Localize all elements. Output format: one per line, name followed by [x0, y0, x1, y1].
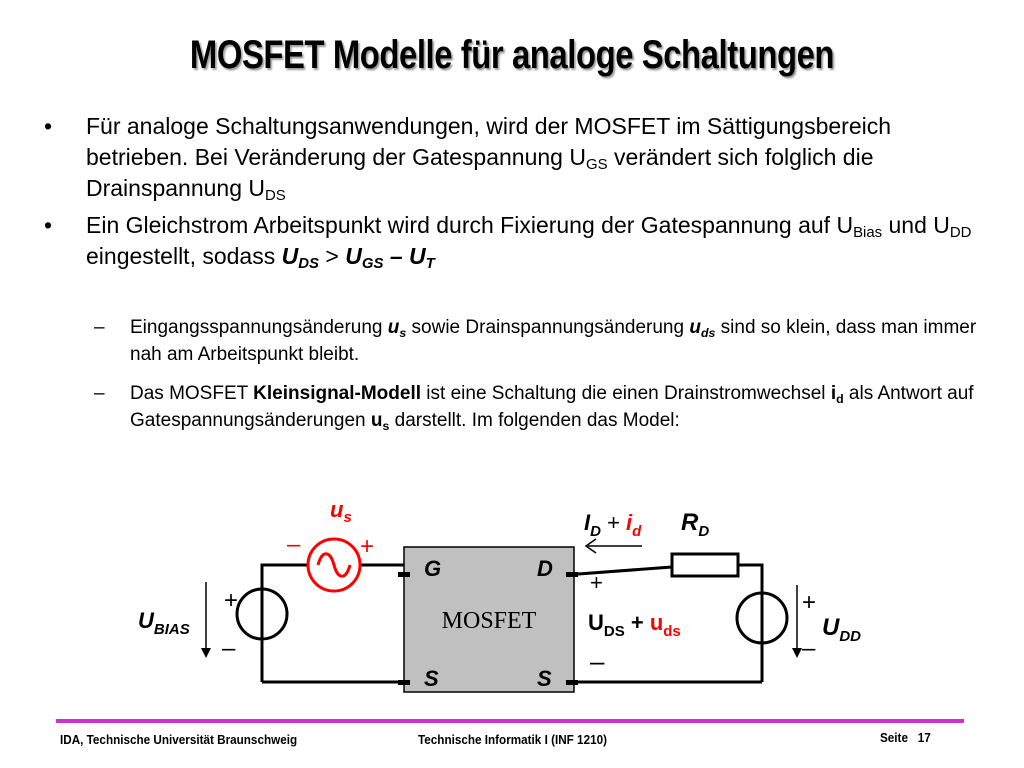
ubias-minus: –: [222, 635, 236, 662]
rd-label: RD: [681, 509, 709, 540]
source-label-left: S: [424, 666, 439, 691]
page-title: MOSFET Modelle für analoge Schaltungen: [189, 33, 835, 77]
footer-divider: [56, 719, 964, 723]
udd-label: UDD: [822, 614, 861, 645]
ubias-plus: +: [224, 587, 238, 614]
footer-page: Seite 17: [880, 730, 931, 745]
source-terminal-left: [398, 680, 410, 685]
uds-plus: +: [590, 570, 603, 595]
sub-bullet-marker: –: [94, 383, 105, 404]
uds-label: UDS + uds: [588, 610, 681, 640]
udd-plus: +: [802, 589, 816, 616]
page-number: 17: [917, 730, 931, 745]
source-label-right: S: [537, 666, 552, 691]
source-terminal-right: [566, 680, 578, 685]
footer-course: Technische Informatik I (INF 1210): [418, 732, 607, 747]
mosfet-label: MOSFET: [442, 608, 537, 634]
resistor-rd: [670, 552, 740, 578]
us-minus: –: [287, 531, 301, 558]
gate-terminal: [398, 572, 410, 577]
bullet-marker: •: [44, 113, 53, 139]
drain-terminal: [566, 572, 578, 577]
us-label: us: [330, 497, 352, 526]
condition-formula: UDS > UGS – UT: [281, 243, 435, 272]
udd-minus: –: [802, 635, 816, 662]
bullet-marker: •: [44, 212, 53, 238]
sub-bullet-marker: –: [94, 317, 105, 338]
circuit-wires: [260, 563, 764, 684]
gate-label: G: [424, 556, 441, 581]
bullet-item: • Ein Gleichstrom Arbeitspunkt wird durc…: [44, 212, 972, 272]
bullet-list: • Für analoge Schaltungsanwendungen, wir…: [44, 111, 984, 446]
uds-minus: –: [590, 646, 605, 676]
us-plus: +: [360, 533, 374, 560]
sub-bullet-item: – Eingangsspannungsänderung us sowie Dra…: [44, 314, 984, 368]
sub-bullet-item: – Das MOSFET Kleinsignal-Modell ist eine…: [44, 380, 984, 434]
ac-source-us: [306, 537, 362, 593]
current-label: ID + id: [584, 510, 642, 540]
bullet-item: • Für analoge Schaltungsanwendungen, wir…: [44, 113, 892, 204]
footer-institution: IDA, Technische Universität Braunschweig: [60, 732, 298, 747]
small-signal-circuit-diagram: G D S S MOSFET us – + + – UBIAS ID + id …: [138, 497, 861, 693]
mosfet-block: [403, 546, 575, 693]
ubias-label: UBIAS: [138, 608, 190, 638]
drain-label: D: [537, 556, 553, 581]
